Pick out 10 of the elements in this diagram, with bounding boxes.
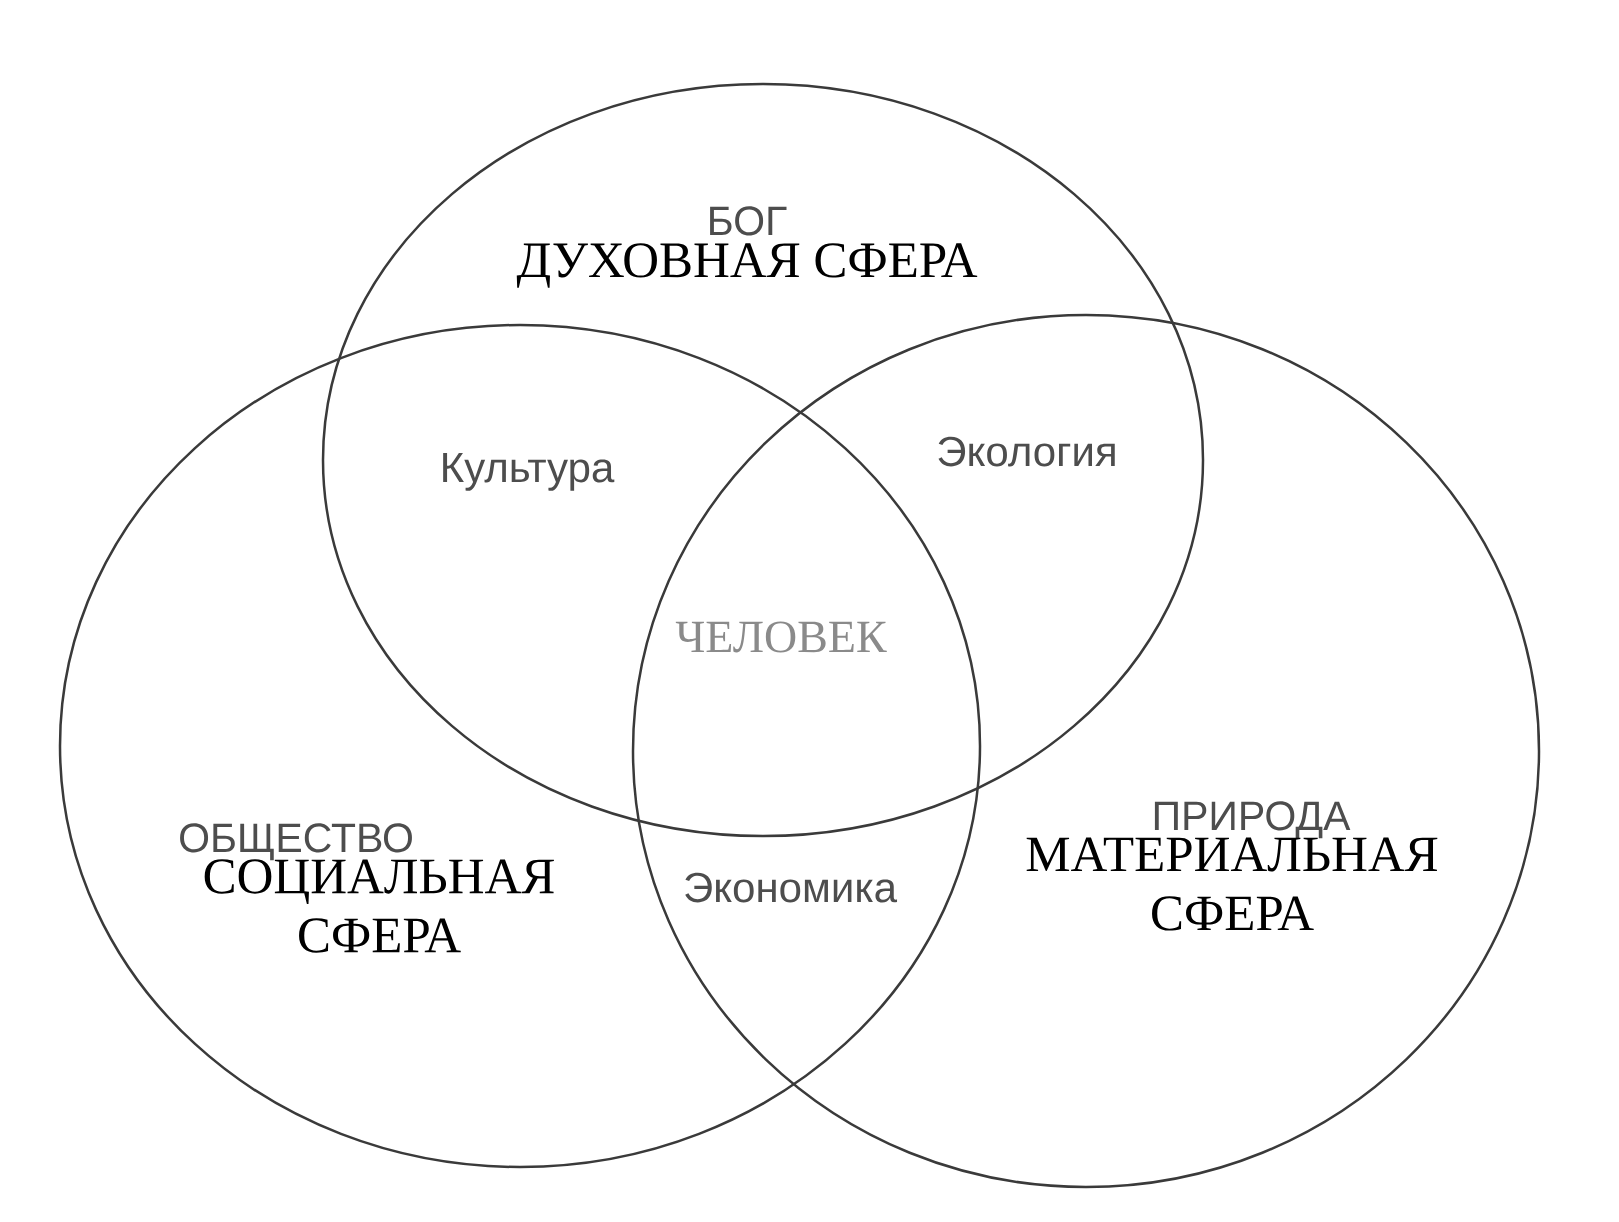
overlap-label: Культура <box>443 453 615 491</box>
circle-title: ОБЩЕСТВО <box>180 823 412 861</box>
overlap-label: Экология <box>938 436 1115 467</box>
sphere-label: СОЦИАЛЬНАЯ СФЕРА <box>204 859 554 953</box>
circle-title: БОГ <box>710 206 787 236</box>
sphere-label: ДУХОВНАЯ СФЕРА <box>516 243 978 288</box>
overlap-label: Экономика <box>685 872 898 903</box>
circle-title: ПРИРОДА <box>1154 801 1351 839</box>
center-label: ЧЕЛОВЕК <box>675 621 887 653</box>
sphere-label: МАТЕРИАЛЬНАЯ СФЕРА <box>1026 837 1438 931</box>
